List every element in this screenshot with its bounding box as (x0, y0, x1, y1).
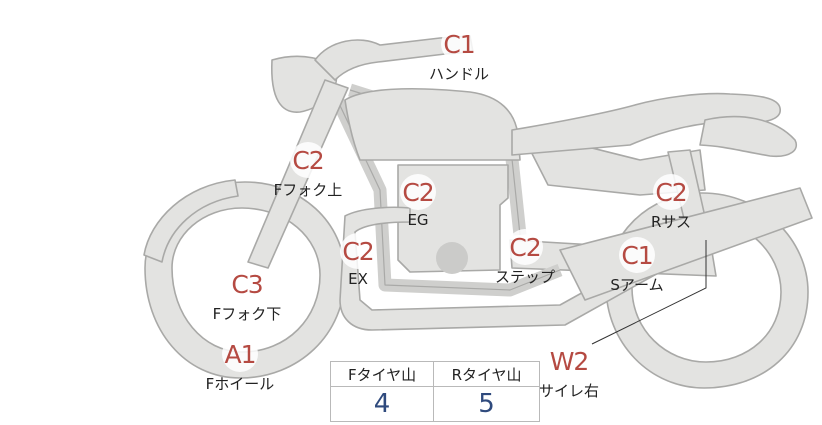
leader-line-muffler (591, 240, 707, 345)
rear-tread-value: 5 (433, 386, 540, 422)
part-label: Fホイール (205, 375, 275, 393)
part-label: ハンドル (428, 65, 489, 83)
part-label: EG (407, 211, 429, 229)
marker-rear-shock: C2 Rサス (626, 174, 716, 232)
part-label: サイレ右 (538, 382, 599, 400)
marker-fork-lower: C3 Fフォク下 (202, 266, 292, 324)
grade-badge: C2 (400, 174, 436, 210)
grade-badge: C2 (507, 229, 543, 265)
grade-badge: C2 (340, 233, 376, 269)
grade-badge: C1 (441, 26, 477, 62)
grade-badge: C2 (653, 174, 689, 210)
grade-badge: C2 (290, 142, 326, 178)
marker-engine: C2 EG (373, 174, 463, 229)
marker-muffler-right: W2 サイレ右 (524, 343, 614, 401)
fuel-tank (344, 87, 521, 161)
table-header-row: Fタイヤ山 Rタイヤ山 (329, 361, 540, 387)
part-label: Sアーム (610, 276, 664, 294)
part-label: ステップ (494, 268, 555, 286)
front-fender (143, 179, 239, 263)
exhaust-pipes (339, 206, 661, 331)
grade-badge: W2 (550, 343, 589, 379)
tail (699, 115, 797, 158)
marker-step: C2 ステップ (475, 229, 575, 287)
marker-handle: C1 ハンドル (414, 26, 504, 84)
tire-tread-table: Fタイヤ山 Rタイヤ山 4 5 (329, 361, 540, 422)
muffler (559, 187, 813, 301)
part-label: EX (348, 270, 368, 288)
marker-front-wheel: A1 Fホイール (190, 336, 290, 394)
part-label: Fフォク上 (273, 181, 343, 199)
grade-badge: A1 (222, 336, 258, 372)
front-tread-value: 4 (329, 386, 435, 422)
rear-tread-header: Rタイヤ山 (433, 361, 540, 387)
table-row: 4 5 (329, 386, 540, 422)
part-label: Rサス (650, 213, 692, 231)
marker-swing-arm: C1 Sアーム (592, 237, 682, 295)
marker-fork-upper: C2 Fフォク上 (263, 142, 353, 200)
grade-badge: C1 (619, 237, 655, 273)
front-tread-header: Fタイヤ山 (329, 361, 435, 387)
seat (511, 92, 781, 156)
marker-exhaust: C2 EX (313, 233, 403, 288)
part-label: Fフォク下 (212, 305, 282, 323)
grade-badge: C3 (229, 266, 265, 302)
